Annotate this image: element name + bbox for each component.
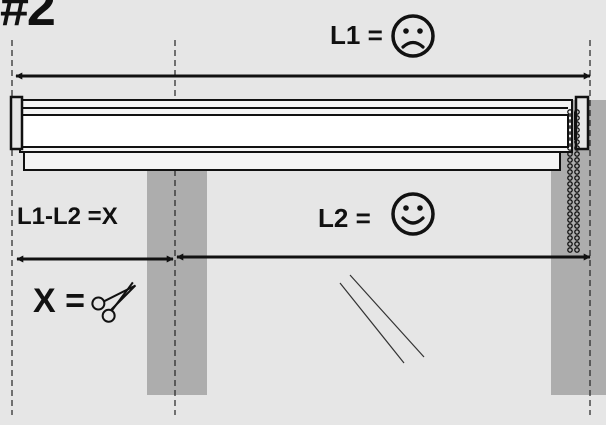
chain-bead <box>567 169 573 175</box>
chain-bead <box>567 133 573 139</box>
chain-bead <box>574 241 580 247</box>
chain-bead <box>574 193 580 199</box>
chain-bead <box>567 181 573 187</box>
chain-bead <box>567 193 573 199</box>
chain-bead <box>574 121 580 127</box>
chain-bead <box>567 217 573 223</box>
chain-bead <box>567 235 573 241</box>
chain-bead <box>574 115 580 121</box>
sad-face-icon <box>391 14 435 58</box>
chain-bead <box>567 121 573 127</box>
x-label: X = <box>33 282 85 320</box>
chain-bead <box>574 181 580 187</box>
l2-label: L2 = <box>318 203 371 233</box>
chain-bead <box>567 247 573 253</box>
chain-bead <box>574 127 580 133</box>
chain-bead <box>574 151 580 157</box>
glass-mark <box>339 282 405 364</box>
chain-bead <box>574 109 580 115</box>
l1-label: L1 = <box>330 20 383 50</box>
chain-bead <box>574 157 580 163</box>
step-label: #2 <box>0 0 56 37</box>
glass-mark <box>349 274 425 358</box>
chain-bead <box>567 229 573 235</box>
chain-bead <box>567 211 573 217</box>
chain-bead <box>574 175 580 181</box>
chain-bead <box>567 175 573 181</box>
right-bracket <box>574 95 590 151</box>
chain-bead <box>574 139 580 145</box>
chain-bead <box>574 205 580 211</box>
chain-bead <box>567 163 573 169</box>
chain-bead <box>567 139 573 145</box>
chain-bead <box>574 229 580 235</box>
chain-bead <box>567 205 573 211</box>
chain-bead <box>567 199 573 205</box>
chain-bead <box>574 133 580 139</box>
chain-bead <box>574 247 580 253</box>
chain-bead <box>574 169 580 175</box>
roller-blind <box>9 95 590 171</box>
chain-bead <box>574 211 580 217</box>
left-bracket <box>9 95 24 151</box>
chain-bead <box>574 217 580 223</box>
chain-bead <box>567 151 573 157</box>
chain-bead <box>567 115 573 121</box>
chain-bead <box>567 109 573 115</box>
difference-label: L1-L2 =X <box>17 203 118 230</box>
chain-bead <box>574 163 580 169</box>
chain-bead <box>567 145 573 151</box>
scissors-icon <box>91 281 137 323</box>
chain-bead <box>574 223 580 229</box>
chain-bead <box>574 187 580 193</box>
pull-chain <box>567 109 580 253</box>
smiley-face-icon <box>391 192 435 236</box>
chain-bead <box>567 241 573 247</box>
left-wall <box>147 150 207 395</box>
chain-bead <box>567 157 573 163</box>
chain-bead <box>567 223 573 229</box>
chain-bead <box>567 187 573 193</box>
chain-bead <box>567 127 573 133</box>
chain-bead <box>574 199 580 205</box>
chain-bead <box>574 235 580 241</box>
chain-bead <box>574 145 580 151</box>
